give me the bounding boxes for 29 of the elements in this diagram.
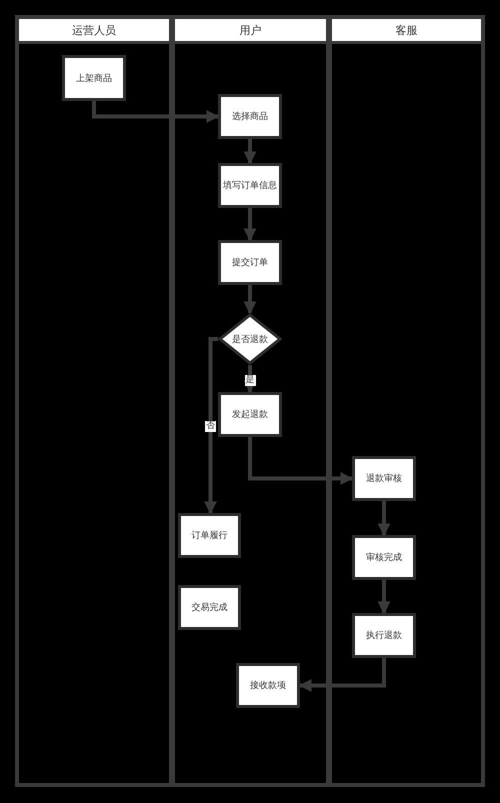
- process-box: 订单履行: [178, 513, 241, 558]
- edge-label: 否: [205, 420, 216, 432]
- swimlane: [171, 15, 330, 787]
- arrow: [244, 139, 256, 164]
- lane-header: 用户: [175, 19, 326, 44]
- swimlane: [328, 15, 485, 787]
- lane-header: 客服: [332, 19, 481, 44]
- process-box: 上架商品: [62, 55, 126, 101]
- process-box: 选择商品: [218, 94, 282, 139]
- process-box: 退款审核: [352, 456, 416, 501]
- process-box: 发起退款: [218, 392, 282, 437]
- arrow: [244, 285, 256, 314]
- arrow: [378, 580, 390, 614]
- decision-diamond: 是否退款: [218, 313, 282, 365]
- process-box: 接收款项: [236, 663, 300, 708]
- process-box: 提交订单: [218, 240, 282, 285]
- swimlane: [15, 15, 173, 787]
- arrow: [378, 501, 390, 536]
- arrow: [92, 101, 220, 123]
- arrow: [204, 337, 218, 514]
- process-box: 交易完成: [178, 585, 241, 630]
- arrow: [244, 208, 256, 242]
- lane-header: 运营人员: [19, 19, 169, 44]
- process-box: 填写订单信息: [218, 163, 282, 208]
- process-box: 执行退款: [352, 613, 416, 658]
- edge-label: 是: [244, 375, 256, 386]
- arrow: [248, 437, 354, 485]
- process-box: 审核完成: [352, 535, 416, 580]
- arrow: [298, 658, 386, 692]
